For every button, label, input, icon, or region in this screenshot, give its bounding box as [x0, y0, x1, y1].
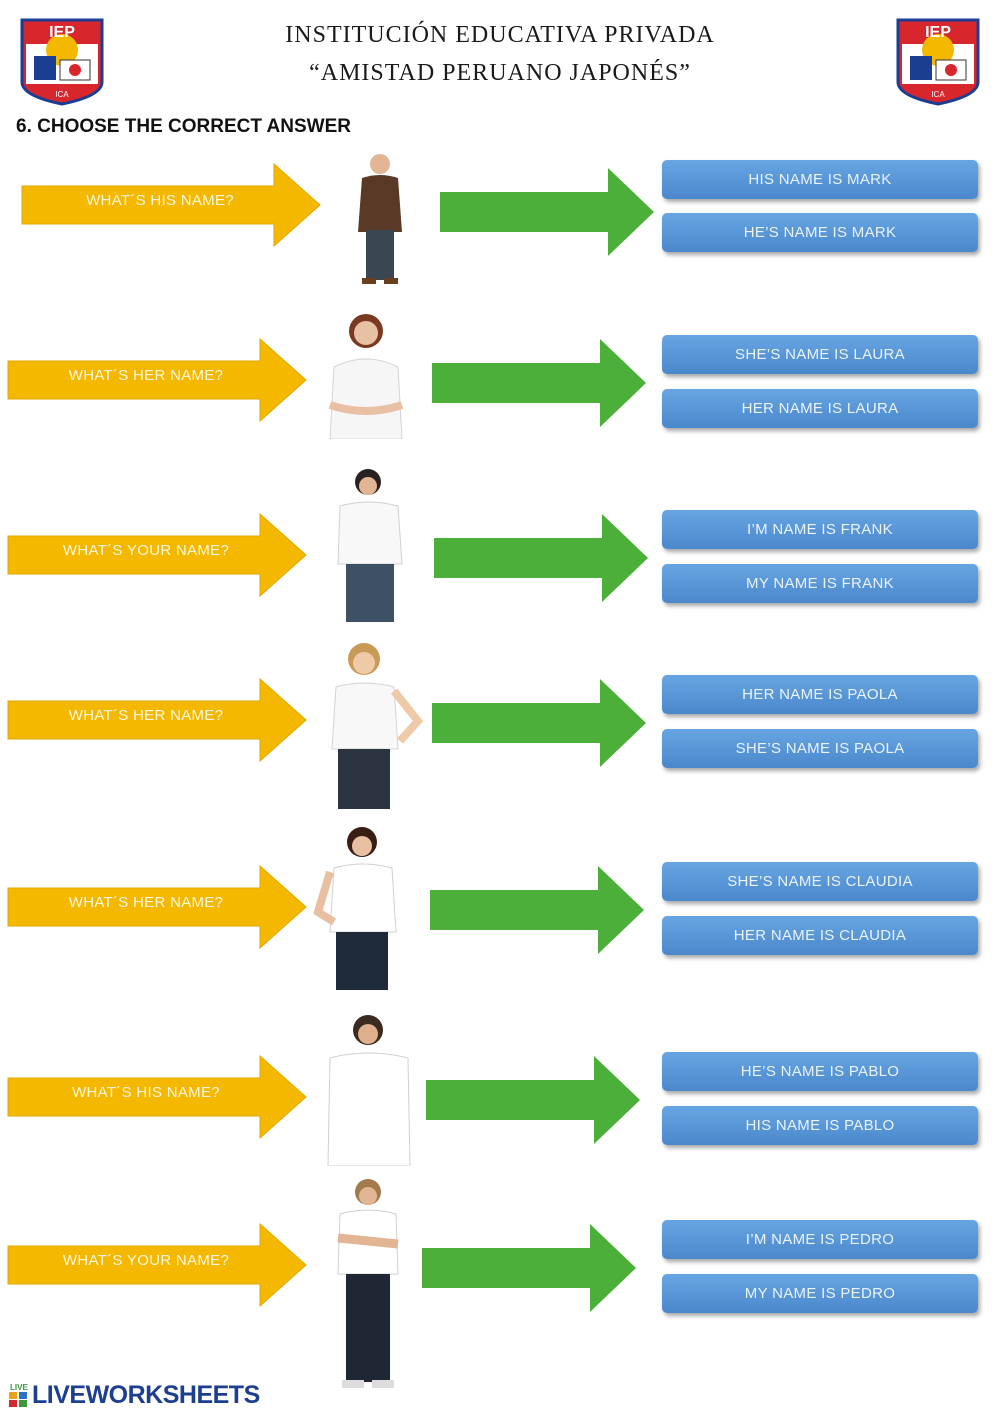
question-arrow: [7, 337, 307, 423]
person-image: [337, 1179, 399, 1388]
answer-arrow: [426, 1056, 640, 1144]
svg-text:ICA: ICA: [55, 90, 69, 99]
task-title: 6. CHOOSE THE CORRECT ANSWER: [16, 116, 351, 137]
answer-arrow: [432, 339, 646, 427]
school-subtitle: “AMISTAD PERUANO JAPONÉS”: [309, 60, 691, 86]
svg-text:ICA: ICA: [931, 90, 945, 99]
exercise-row: WHAT´S YOUR NAME? I’M NAME IS FRANK MY N…: [0, 469, 1000, 670]
liveworksheets-brand: LIVE LIVEWORKSHEETS: [8, 1380, 260, 1410]
exercise-row: WHAT´S YOUR NAME? I’M NAME IS PEDRO MY N…: [0, 1179, 1000, 1388]
answer-option-2[interactable]: MY NAME IS FRANK: [662, 564, 978, 603]
question-arrow: [7, 677, 307, 763]
answer-option-1[interactable]: SHE’S NAME IS LAURA: [662, 335, 978, 374]
exercise-row: WHAT´S HER NAME? SHE’S NAME IS CLAUDIA H…: [0, 827, 1000, 1022]
answer-option-2[interactable]: HIS NAME IS PABLO: [662, 1106, 978, 1145]
answer-option-1[interactable]: I’M NAME IS FRANK: [662, 510, 978, 549]
school-logo-right: IEP ICA: [896, 18, 980, 106]
person-image: [313, 827, 397, 990]
question-arrow: [7, 512, 307, 598]
answer-option-2[interactable]: HE’S NAME IS MARK: [662, 213, 978, 252]
question-text: WHAT´S HIS NAME?: [72, 1083, 220, 1101]
question-text: WHAT´S HER NAME?: [68, 706, 224, 724]
person-image: [337, 469, 403, 622]
person-image: [327, 1015, 411, 1166]
answer-option-1[interactable]: HE’S NAME IS PABLO: [662, 1052, 978, 1091]
answer-option-1[interactable]: SHE’S NAME IS CLAUDIA: [662, 862, 978, 901]
person-image: [331, 643, 424, 809]
answer-option-2[interactable]: MY NAME IS PEDRO: [662, 1274, 978, 1313]
answer-option-1[interactable]: I’M NAME IS PEDRO: [662, 1220, 978, 1259]
person-image: [328, 314, 404, 439]
answer-arrow: [430, 866, 644, 954]
answer-option-2[interactable]: HER NAME IS CLAUDIA: [662, 916, 978, 955]
answer-arrow: [432, 679, 646, 767]
school-logo-left: IEP ICA: [20, 18, 104, 106]
answer-option-2[interactable]: HER NAME IS LAURA: [662, 389, 978, 428]
answer-option-1[interactable]: HIS NAME IS MARK: [662, 160, 978, 199]
answer-arrow: [434, 514, 648, 602]
answer-arrow: [440, 168, 654, 256]
answer-option-1[interactable]: HER NAME IS PAOLA: [662, 675, 978, 714]
question-text: WHAT´S HER NAME?: [68, 893, 224, 911]
svg-text:IEP: IEP: [925, 24, 951, 41]
question-text: WHAT´S YOUR NAME?: [62, 1251, 230, 1269]
question-arrow: [21, 162, 321, 248]
exercise-row: WHAT´S HIS NAME? HIS NAME IS MARK HE’S N…: [0, 154, 1000, 320]
answer-arrow: [422, 1224, 636, 1312]
question-arrow: [7, 1222, 307, 1308]
question-arrow: [7, 864, 307, 950]
svg-text:LIVE: LIVE: [10, 1383, 28, 1392]
answer-option-2[interactable]: SHE’S NAME IS PAOLA: [662, 729, 978, 768]
question-text: WHAT´S HER NAME?: [68, 366, 224, 384]
question-text: WHAT´S HIS NAME?: [86, 191, 234, 209]
person-image: [358, 154, 402, 284]
question-text: WHAT´S YOUR NAME?: [62, 541, 230, 559]
exercise-row: WHAT´S HIS NAME? HE’S NAME IS PABLO HIS …: [0, 1015, 1000, 1212]
brand-text: LIVEWORKSHEETS: [32, 1380, 260, 1409]
question-arrow: [7, 1054, 307, 1140]
svg-text:IEP: IEP: [49, 24, 75, 41]
exercise-row: WHAT´S HER NAME? HER NAME IS PAOLA SHE’S…: [0, 643, 1000, 835]
exercise-row: WHAT´S HER NAME? SHE’S NAME IS LAURA HER…: [0, 314, 1000, 495]
liveworksheets-logo-icon: LIVE: [8, 1382, 28, 1408]
school-name: INSTITUCIÓN EDUCATIVA PRIVADA: [285, 22, 715, 48]
